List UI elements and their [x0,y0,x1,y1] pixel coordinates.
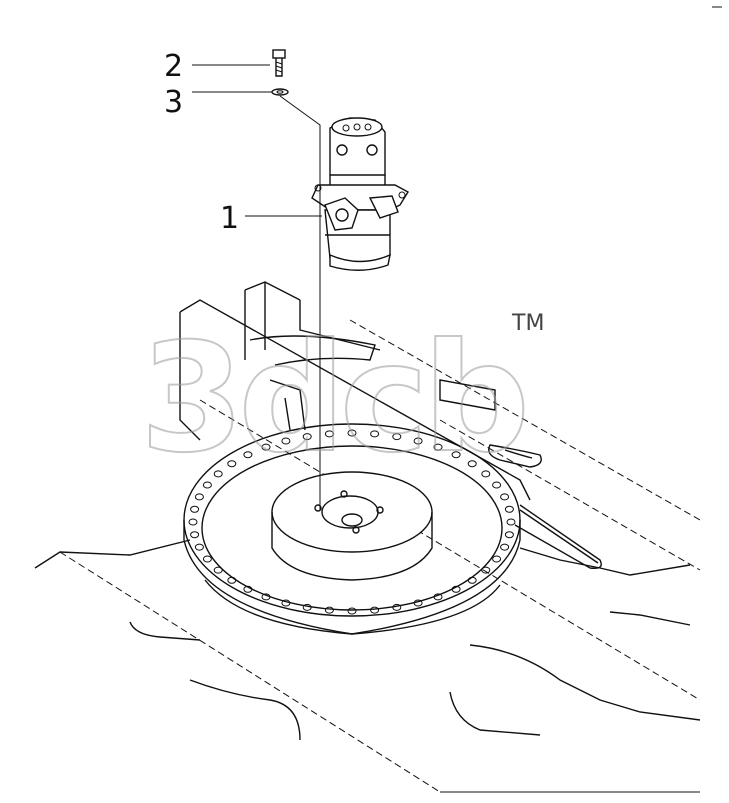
chassis-frame [34,319,701,793]
bolt-hole [347,607,357,615]
bolt-hole [227,576,237,584]
center-hub [271,471,433,581]
bolt-hole [504,531,514,539]
bolt-hole [451,585,461,593]
bolt-hole [433,443,443,451]
bolt-hole [261,443,271,451]
upper-frame-beams [179,281,602,570]
bolt-hole [202,555,212,563]
bolt-hole [500,543,510,551]
bolt-hole [467,460,477,468]
bolt-hole [302,433,312,441]
bolt-hole [433,593,443,601]
trademark-symbol: TM [511,311,544,336]
leader-lines [192,64,322,217]
callout-1: 1 [220,201,239,236]
bolt-hole [370,606,380,614]
slewing-ring [183,423,521,635]
bolt-hole [188,518,198,526]
bolt-hole [347,429,357,437]
callout-2: 2 [164,49,183,84]
watermark: 3dcb TM [139,311,544,487]
bolt-hole [481,470,491,478]
bolt-hole [281,437,291,445]
bolt-hole [370,430,380,438]
bolt-hole [243,451,253,459]
bolt-hole [190,505,200,513]
bolt-hole [243,585,253,593]
bolt-hole [202,481,212,489]
bolt-hole-pattern [188,429,516,615]
bolt-hole [492,481,502,489]
bolt-hole [467,576,477,584]
bolt-hole [302,603,312,611]
bolt-hole [492,555,502,563]
assembly-lines [279,95,321,510]
watermark-text: 3dcb [140,312,524,486]
bolt-hole [324,606,334,614]
bolt-hole [213,470,223,478]
rotary-joint [311,117,409,271]
bolt-and-washer [271,49,289,96]
bolt-hole [500,493,510,501]
bolt-hole [504,505,514,513]
bolt-hole [213,566,223,574]
callout-labels: 2 3 1 [164,49,239,236]
bolt-hole [413,437,423,445]
bolt-hole [481,566,491,574]
bolt-hole [194,543,204,551]
bolt-hole [190,531,200,539]
bolt-hole [261,593,271,601]
bolt-hole [392,433,402,441]
callout-3: 3 [164,85,183,120]
bolt-hole [194,493,204,501]
bolt-hole [451,451,461,459]
bolt-hole [227,460,237,468]
bolt-hole [506,518,516,526]
bolt-hole [392,603,402,611]
bolt-hole [281,599,291,607]
bolt-hole [413,599,423,607]
bolt-hole [324,430,334,438]
